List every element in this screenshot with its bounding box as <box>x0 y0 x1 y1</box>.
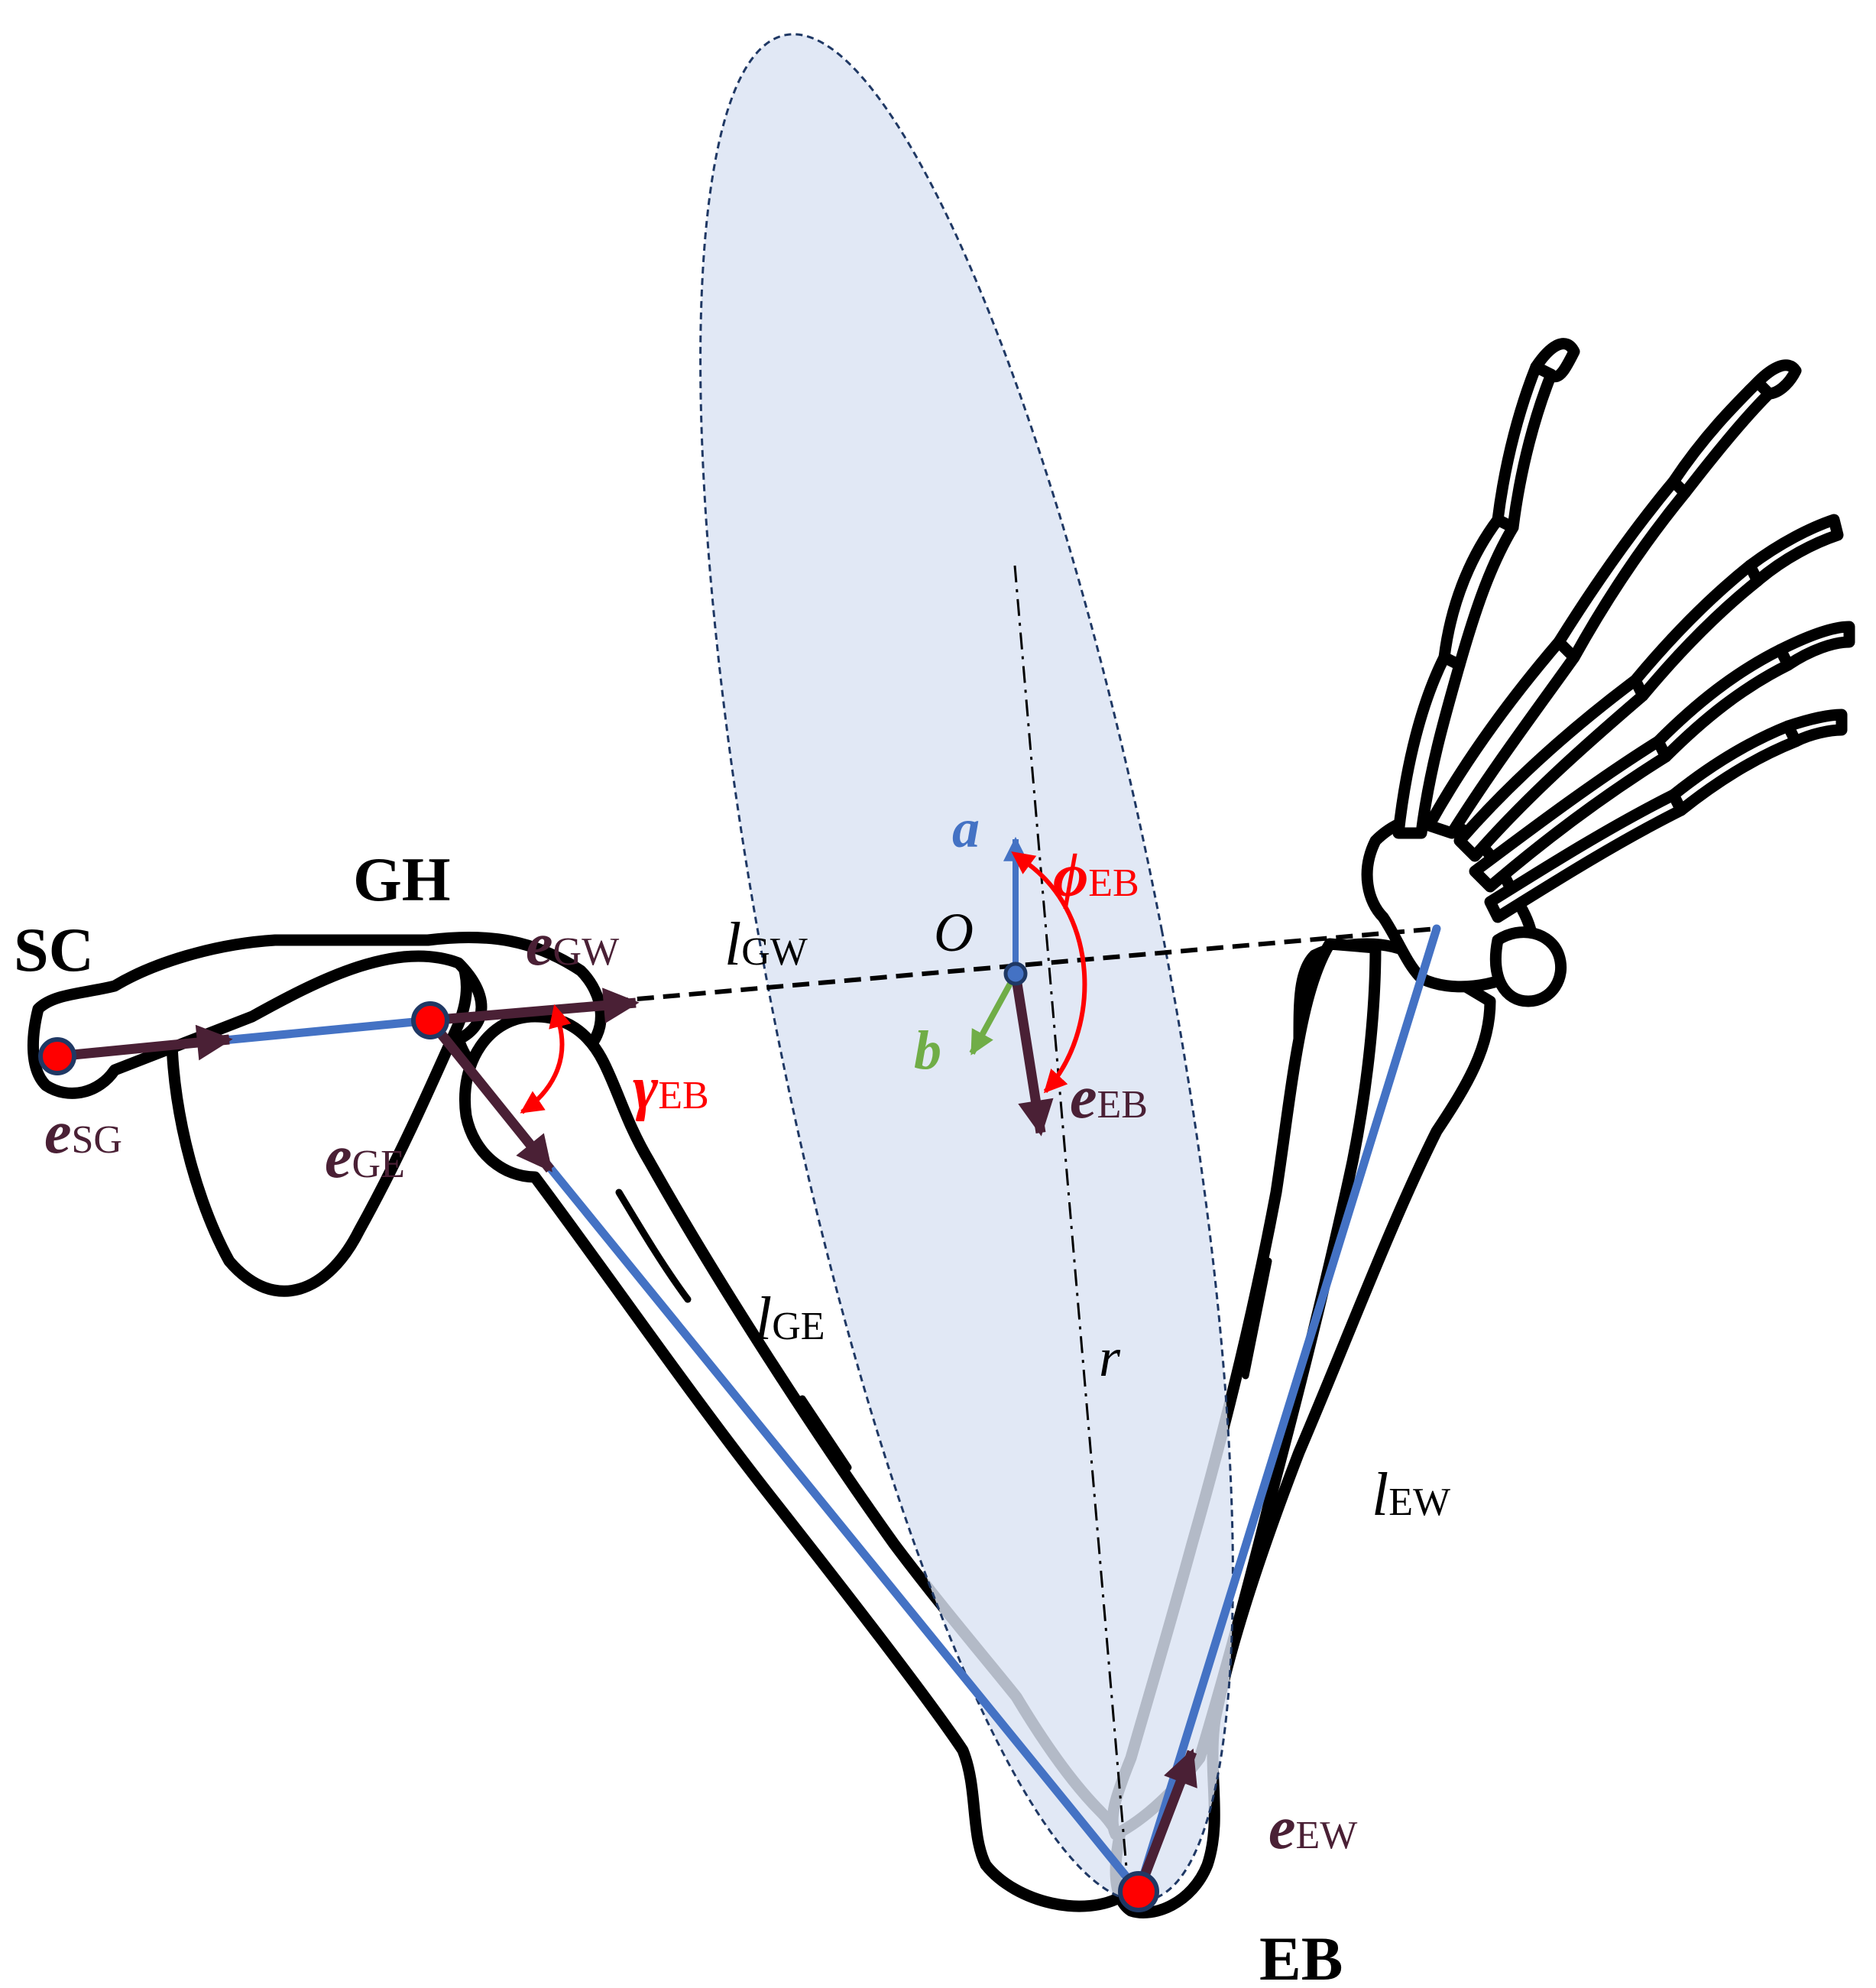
label-axis-a: a <box>952 798 980 859</box>
gamma-eb-angle-arc <box>520 1004 572 1114</box>
humerus-detail <box>799 1395 852 1471</box>
label-r: r <box>1099 1327 1121 1388</box>
label-e-eb: eEB <box>1070 1064 1148 1131</box>
forearm-detail <box>1242 1257 1272 1380</box>
label-phi-eb: ϕEB <box>1053 842 1139 910</box>
segment-eb-wrist <box>1134 924 1441 1896</box>
joint-gh-marker <box>411 1001 449 1039</box>
label-e-gw: eGW <box>526 911 619 978</box>
label-l-gw: lGW <box>724 911 808 978</box>
humerus-bone <box>459 1010 1136 1912</box>
label-gamma-eb: γEB <box>633 1055 709 1122</box>
label-eb: EB <box>1259 1924 1343 1988</box>
circle-axis-line <box>1013 565 1131 1904</box>
label-sc: SC <box>14 915 94 984</box>
joint-eb-marker <box>1118 1871 1159 1912</box>
label-l-ge: lGE <box>755 1286 825 1353</box>
gh-wrist-dashed-line <box>611 926 1437 1004</box>
label-l-ew: lEW <box>1372 1461 1450 1529</box>
label-o: O <box>934 902 974 963</box>
carpal-bone <box>1489 926 1567 1007</box>
phi-eb-angle-arc <box>1011 851 1087 1094</box>
label-axis-b: b <box>914 1020 941 1081</box>
label-gh: GH <box>353 845 451 914</box>
label-e-ew: eEW <box>1268 1795 1357 1862</box>
origin-o-marker <box>1003 962 1028 986</box>
humerus-detail <box>615 1189 692 1303</box>
finger-bones <box>1392 338 1855 923</box>
elbow-circle-plane <box>699 33 1234 1902</box>
vector-e-ge <box>426 1017 555 1173</box>
label-e-sg: eSG <box>44 1099 122 1166</box>
label-e-ge: eGE <box>325 1124 405 1191</box>
axis-b-arrow <box>969 972 1019 1056</box>
joint-sc-marker <box>38 1037 76 1075</box>
vector-e-ew <box>1133 1748 1197 1894</box>
vector-e-sg <box>57 1024 233 1062</box>
